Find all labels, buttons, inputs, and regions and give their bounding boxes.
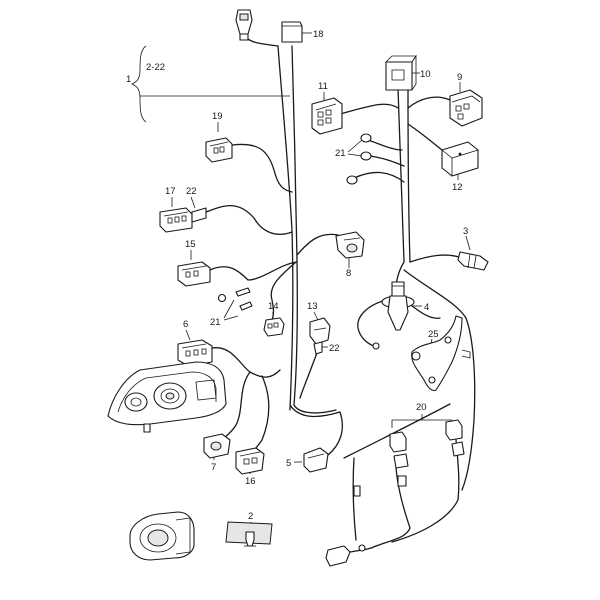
connector-5 bbox=[303, 447, 329, 473]
headlight-assembly bbox=[107, 361, 227, 433]
fog-light bbox=[129, 511, 195, 561]
connector-16 bbox=[235, 447, 265, 475]
connector-8 bbox=[335, 231, 365, 259]
connector-18 bbox=[281, 21, 303, 43]
relay-box-10 bbox=[385, 54, 417, 91]
callout-18: 18 bbox=[313, 29, 324, 40]
pin-21-lower bbox=[217, 287, 253, 311]
callout-16: 16 bbox=[245, 476, 256, 487]
clip-2 bbox=[225, 521, 273, 547]
connector-19 bbox=[205, 137, 233, 163]
callout-2-22: 2-22 bbox=[146, 62, 165, 73]
callout-6: 6 bbox=[183, 319, 188, 330]
connector-6 bbox=[177, 339, 213, 367]
callout-13: 13 bbox=[307, 301, 318, 312]
main-harness bbox=[205, 35, 476, 553]
connector-17 bbox=[159, 207, 207, 233]
cap-21-upper bbox=[346, 133, 372, 185]
callout-21-lower: 21 bbox=[210, 317, 221, 328]
connector-15 bbox=[177, 261, 211, 287]
relay-box-12 bbox=[441, 141, 479, 177]
connector-3 bbox=[457, 251, 489, 271]
callout-22-upper: 22 bbox=[186, 186, 197, 197]
callout-19: 19 bbox=[212, 111, 223, 122]
connector-14 bbox=[263, 317, 285, 337]
callout-2: 2 bbox=[248, 511, 253, 522]
connector-11 bbox=[311, 97, 343, 135]
callout-labels: 1 2-22 18 10 11 9 12 21 19 17 22 15 8 3 … bbox=[126, 29, 468, 522]
callout-3: 3 bbox=[463, 226, 468, 237]
callout-15: 15 bbox=[185, 239, 196, 250]
callout-8: 8 bbox=[346, 268, 351, 279]
top-connector bbox=[235, 9, 253, 41]
callout-4: 4 bbox=[424, 302, 429, 313]
callout-22-lower: 22 bbox=[329, 343, 340, 354]
connector-9 bbox=[449, 89, 483, 127]
connector-13 bbox=[309, 317, 331, 355]
callout-1: 1 bbox=[126, 74, 131, 85]
callout-10: 10 bbox=[420, 69, 431, 80]
callout-20: 20 bbox=[416, 402, 427, 413]
callout-5: 5 bbox=[286, 458, 291, 469]
callout-25: 25 bbox=[428, 329, 439, 340]
sensor-4 bbox=[372, 281, 415, 350]
callout-12: 12 bbox=[452, 182, 463, 193]
callout-21-upper: 21 bbox=[335, 148, 346, 159]
callout-11: 11 bbox=[318, 81, 328, 92]
callout-14: 14 bbox=[268, 301, 279, 312]
connector-7 bbox=[203, 433, 231, 459]
bracket-25 bbox=[411, 315, 471, 392]
callout-7: 7 bbox=[211, 462, 216, 473]
callout-9: 9 bbox=[457, 72, 462, 83]
connector-group-20 bbox=[325, 419, 465, 567]
callout-17: 17 bbox=[165, 186, 176, 197]
